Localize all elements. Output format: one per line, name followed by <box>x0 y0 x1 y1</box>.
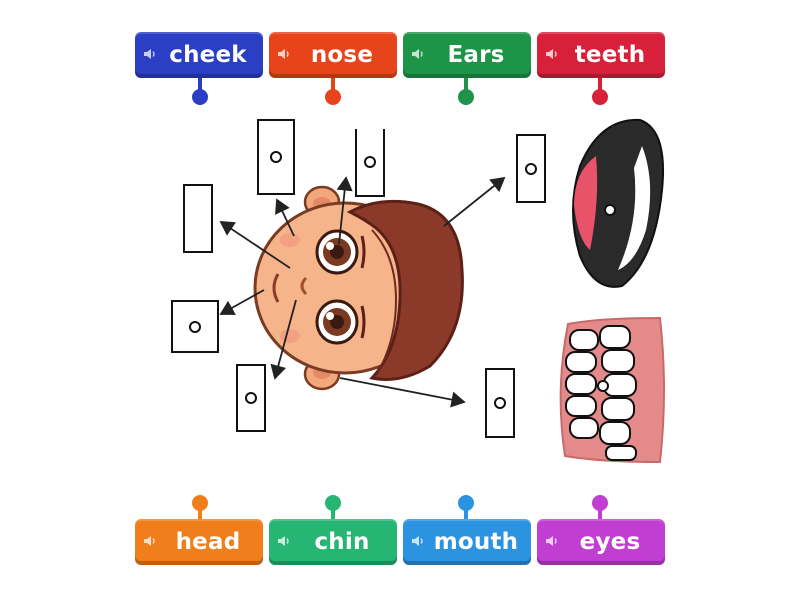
tile-pin <box>198 509 202 521</box>
tile-pin-dot[interactable] <box>192 495 208 511</box>
tile-label: cheek <box>169 42 247 68</box>
tile-label: nose <box>310 42 374 68</box>
tile-chin[interactable]: chin <box>269 519 397 565</box>
tile-head[interactable]: head <box>135 519 263 565</box>
tile-pin-dot[interactable] <box>458 495 474 511</box>
drop-slot[interactable] <box>236 364 266 432</box>
tile-pin <box>598 78 602 90</box>
tile-pin <box>331 509 335 521</box>
tile-eyes[interactable]: eyes <box>537 519 665 565</box>
tile-pin <box>464 509 468 521</box>
tile-pin-dot[interactable] <box>325 89 341 105</box>
drop-slot[interactable] <box>516 134 546 203</box>
tile-teeth[interactable]: teeth <box>537 32 665 78</box>
tile-pin <box>331 78 335 90</box>
tile-pin <box>598 509 602 521</box>
tile-pin-dot[interactable] <box>592 89 608 105</box>
speaker-icon[interactable] <box>277 47 291 61</box>
speaker-icon[interactable] <box>411 534 425 548</box>
slot-anchor[interactable] <box>494 397 506 409</box>
tile-pin-dot[interactable] <box>192 89 208 105</box>
tile-label: mouth <box>433 529 519 555</box>
speaker-icon[interactable] <box>545 47 559 61</box>
pointer-arrows <box>219 176 506 408</box>
slot-anchor[interactable] <box>189 320 201 333</box>
tile-pin-dot[interactable] <box>458 89 474 105</box>
tile-pin-dot[interactable] <box>592 495 608 511</box>
mouth-anchor[interactable] <box>604 204 616 216</box>
tile-pin <box>198 78 202 90</box>
teeth-anchor[interactable] <box>597 380 609 392</box>
drop-slot[interactable] <box>183 184 213 253</box>
tile-ears[interactable]: Ears <box>403 32 531 78</box>
speaker-icon[interactable] <box>143 534 157 548</box>
tile-label: Ears <box>447 42 505 68</box>
boy-head-illustration <box>253 185 464 391</box>
tile-mouth[interactable]: mouth <box>403 519 531 565</box>
speaker-icon[interactable] <box>411 47 425 61</box>
tile-cheek[interactable]: cheek <box>135 32 263 78</box>
slot-anchor[interactable] <box>270 151 282 163</box>
tile-label: chin <box>314 529 370 555</box>
tile-pin-dot[interactable] <box>325 495 341 511</box>
slot-anchor[interactable] <box>364 156 376 168</box>
speaker-icon[interactable] <box>143 47 157 61</box>
drop-slot[interactable] <box>257 119 295 195</box>
speaker-icon[interactable] <box>277 534 291 548</box>
speaker-icon[interactable] <box>545 534 559 548</box>
teeth-illustration <box>559 316 665 464</box>
drop-slot[interactable] <box>485 368 515 438</box>
slot-anchor[interactable] <box>245 392 257 404</box>
tile-label: eyes <box>579 529 641 555</box>
tile-nose[interactable]: nose <box>269 32 397 78</box>
tile-label: head <box>175 529 241 555</box>
slot-anchor[interactable] <box>525 162 537 175</box>
mouth-illustration <box>572 118 665 288</box>
drop-slot[interactable] <box>171 300 219 353</box>
drop-slot[interactable] <box>355 129 385 197</box>
tile-pin <box>464 78 468 90</box>
tile-label: teeth <box>574 42 646 68</box>
